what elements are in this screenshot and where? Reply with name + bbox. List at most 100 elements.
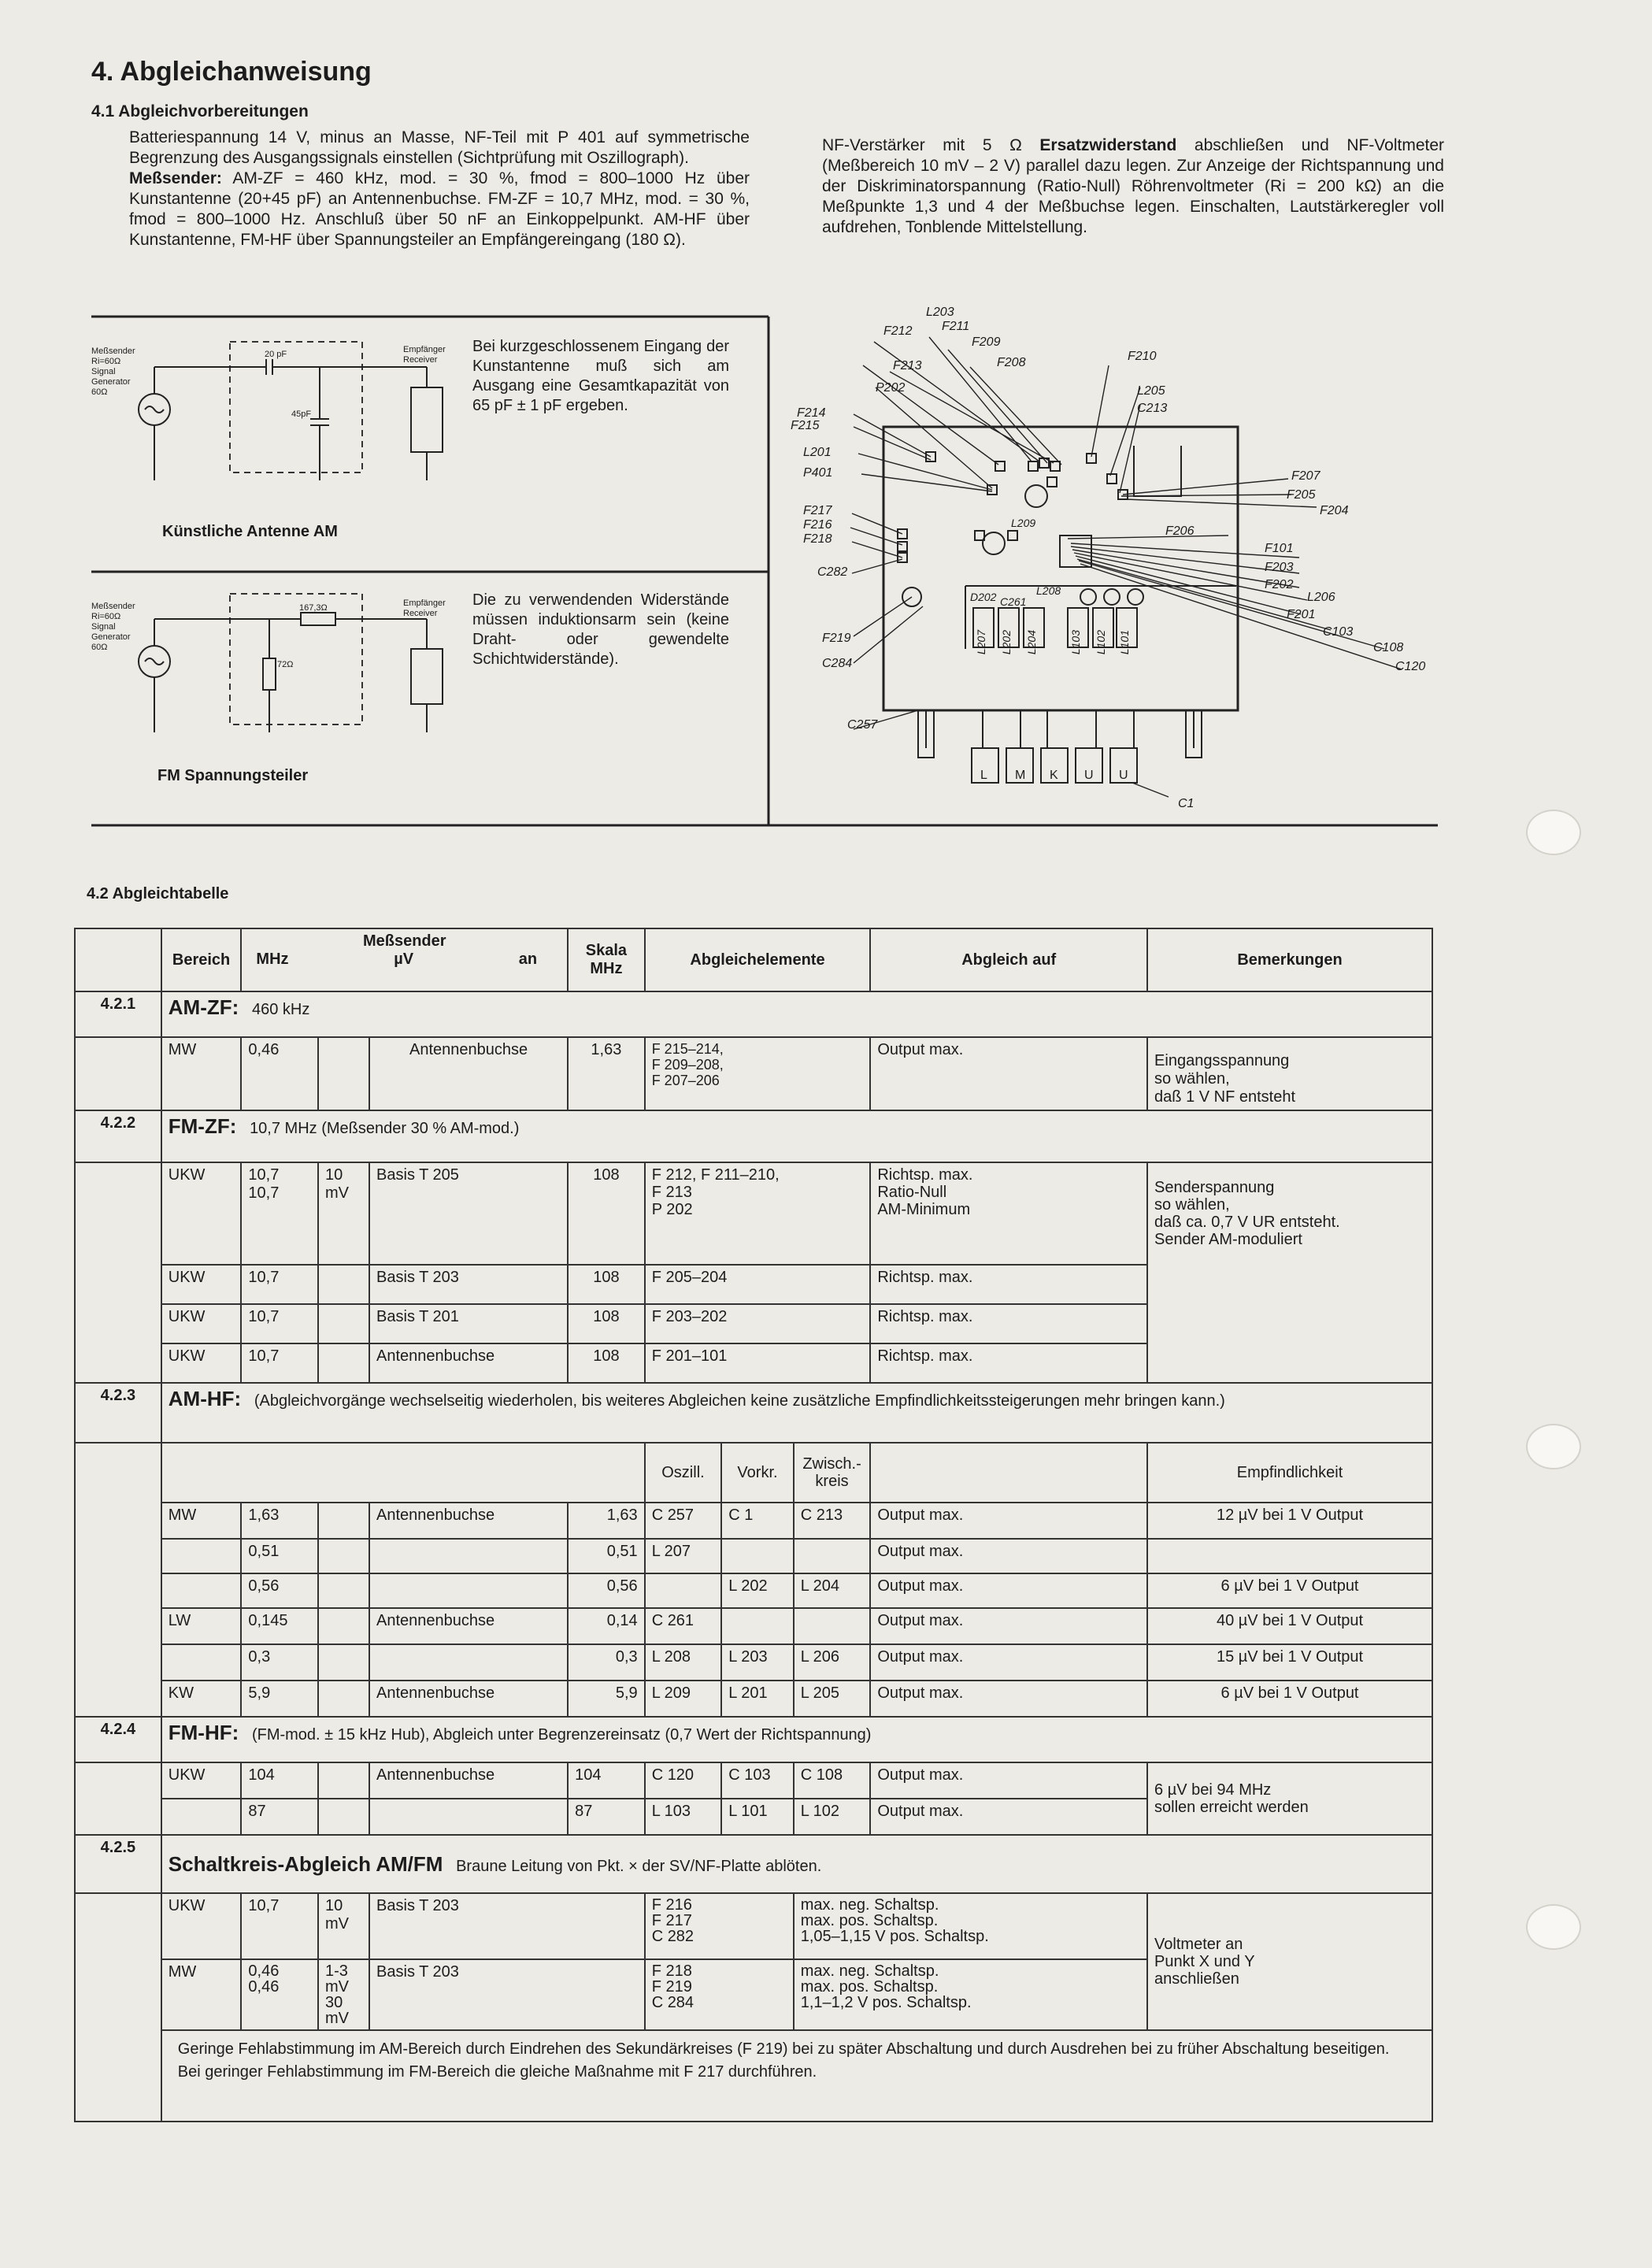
section-note: 460 kHz <box>251 1001 310 1018</box>
button-M: M <box>1015 769 1026 782</box>
cell-skala: 104 <box>567 1762 646 1799</box>
am-antenna-schematic <box>138 341 443 480</box>
cell-skala: 108 <box>567 1264 646 1305</box>
button-K: K <box>1050 769 1058 782</box>
cell-skala: 0,3 <box>567 1644 646 1681</box>
table-header-row: Bereich Meßsender MHz µV an Skala MHz Ab… <box>74 928 1433 992</box>
subheader-row: Oszill. Vorkr. Zwisch.- kreis Empfindlic… <box>74 1442 1433 1718</box>
table-row: MW 0,46 0,46 1-3 mV 30 mV Basis T 203 F … <box>75 1959 1432 2031</box>
table-row: UKW 10,7 10 mV Basis T 203 F 216 F 217 C… <box>74 1892 1433 2122</box>
coil-L102: L102 <box>1095 630 1107 655</box>
section-note: Braune Leitung von Pkt. × der SV/NF-Plat… <box>456 1857 822 1875</box>
prep-bold-label: Meßsender: <box>129 169 222 187</box>
header-abgleich-auf: Abgleich auf <box>869 928 1149 992</box>
section-4-2-heading: 4.2 Abgleichtabelle <box>87 885 229 902</box>
section-4-1-heading: 4.1 Abgleichvorbereitungen <box>91 102 309 120</box>
cell-vorkr: L 101 <box>720 1798 795 1836</box>
prep-left-text: Batteriespannung 14 V, minus an Masse, N… <box>129 128 750 250</box>
prep-right-text: NF-Verstärker mit 5 Ω Ersatzwiderstand a… <box>822 135 1444 238</box>
board-label-F219: F219 <box>822 632 851 645</box>
section-title-cell: AM-HF: (Abgleichvorgänge wechselseitig w… <box>160 1382 1434 1443</box>
cell-mhz: 10,7 <box>240 1343 319 1384</box>
cell-uv <box>317 1573 371 1609</box>
cell-bereich <box>160 1573 243 1609</box>
fm-divider-note: Die zu verwendenden Widerstände müssen i… <box>472 591 729 668</box>
subheader-vorkr: Vorkr. <box>720 1442 795 1503</box>
cell-bereich: LW <box>160 1607 243 1645</box>
board-label-F213: F213 <box>893 359 922 372</box>
cell-uv: 10 mV <box>317 1162 371 1266</box>
cell-abgleich-auf: Richtsp. max. <box>869 1343 1149 1384</box>
table-row: MW 1,63 Antennenbuchse 1,63 C 257 C 1 C … <box>75 1502 1433 1540</box>
board-label-F209: F209 <box>972 335 1001 349</box>
prep-right-part-a: NF-Verstärker mit 5 Ω <box>822 136 1022 154</box>
cell-an: Antennenbuchse <box>369 1607 569 1645</box>
cell-mhz: 10,7 <box>240 1303 319 1344</box>
board-label-C213: C213 <box>1137 402 1168 415</box>
cell-uv: 1-3 mV 30 mV <box>317 1959 371 2031</box>
section-title: FM-ZF: <box>168 1114 237 1138</box>
board-label-F205: F205 <box>1287 488 1316 502</box>
prep-paragraph-2-text: AM-ZF = 460 kHz, mod. = 30 %, fmod = 800… <box>129 169 750 249</box>
table-row: MW 0,46 Antennenbuchse 1,63 F 215–214, F… <box>74 1036 1433 1111</box>
cell-bereich: UKW <box>160 1162 243 1266</box>
cell-uv <box>317 1762 371 1799</box>
cell-abgleich-auf: max. neg. Schaltsp. max. pos. Schaltsp. … <box>792 1892 1149 1960</box>
table-row: 0,3 0,3 L 208 L 203 L 206 Output max. 15… <box>75 1644 1433 1681</box>
cell-mhz: 5,9 <box>240 1680 319 1718</box>
punch-hole <box>1526 1904 1581 1950</box>
cell-zwischenkreis: C 213 <box>792 1502 872 1540</box>
cell-skala: 0,14 <box>567 1607 646 1645</box>
cell-oszill: C 120 <box>643 1762 723 1799</box>
am-generator-label: Meßsender Ri=60Ω Signal Generator 60Ω <box>91 346 135 397</box>
button-U1: U <box>1084 769 1094 782</box>
cell-zwischenkreis: C 108 <box>792 1762 872 1799</box>
subheader-empfindlichkeit: Empfindlichkeit <box>1146 1442 1433 1503</box>
cell-uv <box>317 1538 371 1574</box>
board-label-F201: F201 <box>1287 608 1316 621</box>
board-label-L208: L208 <box>1036 584 1061 597</box>
coil-L202: L202 <box>1000 630 1013 655</box>
board-label-F215: F215 <box>791 419 820 432</box>
cell-bereich <box>160 1538 243 1574</box>
cell-an: Basis T 203 <box>369 1959 646 2031</box>
cell-an: Basis T 205 <box>369 1162 569 1266</box>
cell-oszill: L 208 <box>643 1644 723 1681</box>
board-label-F208: F208 <box>997 356 1026 369</box>
footnote-am: Geringe Fehlabstimmung im AM-Bereich dur… <box>177 2040 1390 2058</box>
cell-zwischenkreis: L 205 <box>792 1680 872 1718</box>
section-title: FM-HF: <box>168 1721 239 1744</box>
board-label-F206: F206 <box>1165 524 1195 538</box>
subheader-oszill: Oszill. <box>643 1442 723 1503</box>
cell-bereich: KW <box>160 1680 243 1718</box>
cell-mhz: 10,7 <box>240 1264 319 1305</box>
fm-divider-schematic <box>138 593 443 732</box>
am-receiver-label: Empfänger Receiver <box>403 345 446 365</box>
coil-L103: L103 <box>1069 630 1082 655</box>
page-title: 4. Abgleichanweisung <box>91 57 372 87</box>
punch-hole <box>1526 810 1581 855</box>
board-label-L206: L206 <box>1307 591 1335 604</box>
header-bereich: Bereich <box>160 928 243 992</box>
section-title-cell: AM-ZF: 460 kHz <box>160 991 1434 1038</box>
cell-abgleich-auf: Richtsp. max. Ratio-Null AM-Minimum <box>869 1162 1149 1266</box>
header-skala: Skala MHz <box>567 928 646 992</box>
cell-vorkr: C 103 <box>720 1762 795 1799</box>
cell-abgleich-auf: Output max. <box>869 1607 1149 1645</box>
board-label-C261: C261 <box>1000 595 1027 608</box>
coil-L101: L101 <box>1118 630 1131 655</box>
cell-elemente: F 215–214, F 209–208, F 207–206 <box>643 1036 872 1111</box>
fm-resistor-1-label: 167,3Ω <box>299 603 328 613</box>
cell-bemerkung: Voltmeter an Punkt X und Y anschließen <box>1146 1892 1433 2031</box>
section-row-4-2-1: 4.2.1 AM-ZF: 460 kHz <box>74 991 1434 1038</box>
board-label-C284: C284 <box>822 657 853 670</box>
footnote-fm: Bei geringer Fehlabstimmung im FM-Bereic… <box>177 2063 817 2081</box>
cell-abgleich-auf: Richtsp. max. <box>869 1264 1149 1305</box>
header-an: an <box>518 951 538 968</box>
cell-bereich: UKW <box>160 1343 243 1384</box>
board-label-F210: F210 <box>1128 350 1157 363</box>
cell-skala: 1,63 <box>567 1036 646 1111</box>
cell-uv <box>317 1644 371 1681</box>
board-label-C282: C282 <box>817 565 848 579</box>
cell-vorkr: C 1 <box>720 1502 795 1540</box>
